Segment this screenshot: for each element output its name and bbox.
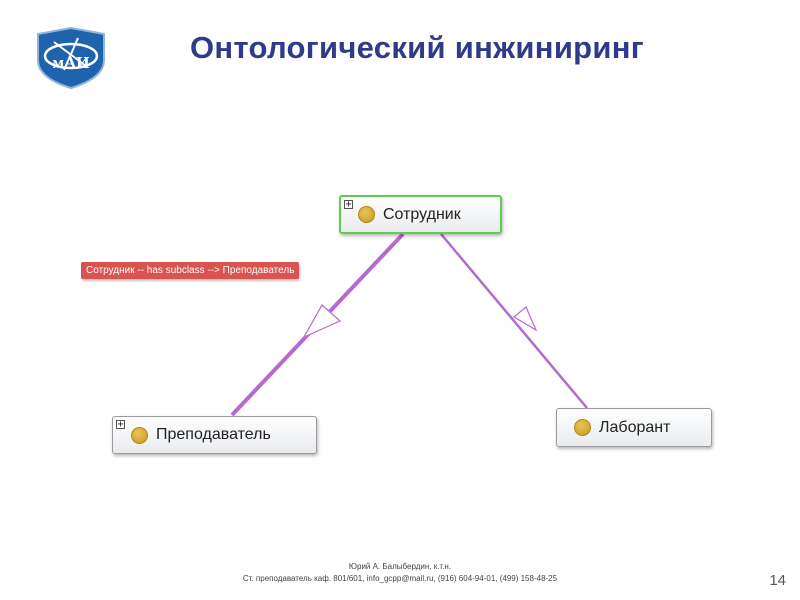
node-label: Сотрудник [383,205,461,223]
class-icon [358,206,375,223]
mai-logo: мАИ [37,26,105,90]
slide-title: Онтологический инжиниринг [190,30,645,65]
arrow-root-lab [512,306,538,332]
footer: Юрий А. Балыбердин, к.т.н. Ст. преподава… [150,561,650,585]
page-number: 14 [769,572,786,589]
expand-icon[interactable]: + [116,419,125,430]
class-icon [131,426,148,444]
node-label: Преподаватель [156,426,271,443]
node-sotrudnik[interactable]: + Сотрудник [339,195,502,234]
expand-icon[interactable]: + [344,199,353,210]
node-prepodavatel[interactable]: + Преподаватель [112,416,317,454]
edge-root-lab[interactable] [440,233,588,409]
arrow-root-teacher [302,304,342,339]
footer-contacts: Ст. преподаватель каф. 801/601, info_gcp… [242,574,558,583]
class-icon [574,419,591,436]
node-laborant[interactable]: Лаборант [556,408,712,447]
node-label: Лаборант [599,418,671,436]
edge-tooltip: Сотрудник -- has subclass --> Преподават… [81,262,300,279]
logo-text: мАИ [52,53,89,72]
footer-author: Юрий А. Балыбердин, к.т.н. [348,562,452,571]
